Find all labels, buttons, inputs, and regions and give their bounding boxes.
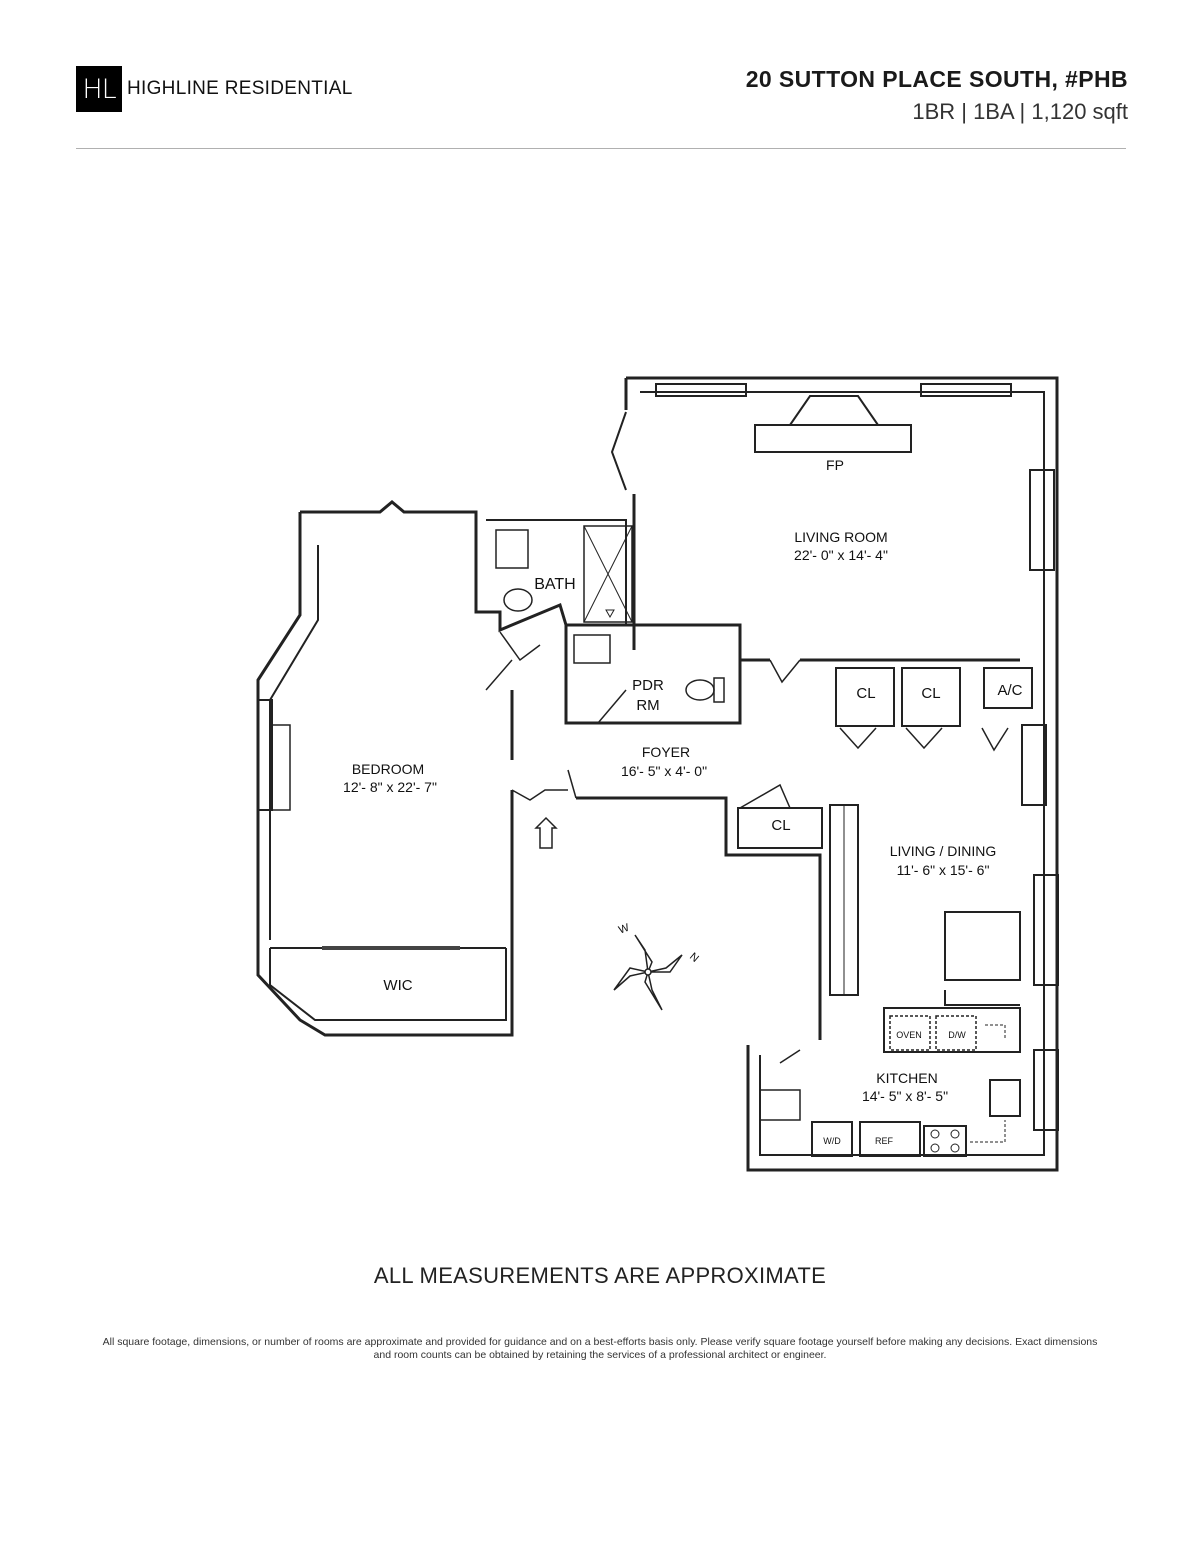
dims-living-room: 22'- 0" x 14'- 4": [794, 547, 888, 563]
disclaimer: All square footage, dimensions, or numbe…: [102, 1336, 1098, 1362]
label-wd: W/D: [823, 1136, 841, 1146]
refrigerator: [859, 1121, 921, 1157]
label-foyer-closet: CL: [771, 817, 790, 834]
label-bath: BATH: [534, 576, 575, 593]
dims-living-dining: 11'- 6" x 15'- 6": [897, 862, 990, 878]
foyer-closet: [737, 807, 823, 849]
label-wic: WIC: [383, 977, 412, 994]
shower: [583, 525, 633, 623]
label-bedroom: BEDROOM: [352, 761, 424, 777]
closet-2: [901, 667, 961, 727]
dims-foyer: 16'- 5" x 4'- 0": [621, 763, 707, 779]
window: [1033, 1049, 1059, 1131]
dining-table: [944, 911, 1021, 981]
washer-dryer: [811, 1121, 853, 1157]
logo-letters: HL: [82, 73, 116, 105]
label-pdr-1: PDR: [632, 677, 664, 694]
compass-rose: [613, 934, 683, 1011]
window: [655, 383, 747, 397]
bath-toilet: [503, 588, 533, 612]
bath-sink: [495, 529, 529, 569]
logo: HL: [76, 66, 122, 112]
label-living-room: LIVING ROOM: [794, 529, 887, 545]
property-specs: 1BR | 1BA | 1,120 sqft: [912, 99, 1128, 124]
built-in-cabinet: [829, 804, 859, 996]
oven: [889, 1015, 931, 1051]
powder-room: [564, 623, 742, 725]
fireplace: [789, 395, 879, 426]
plan-walls: [256, 376, 1059, 1172]
brand-name: HIGHLINE RESIDENTIAL: [127, 78, 353, 99]
ac-closet: [983, 667, 1033, 709]
toilet: [685, 679, 715, 701]
sink: [573, 634, 611, 664]
label-closet-2: CL: [921, 685, 940, 702]
label-kitchen: KITCHEN: [876, 1070, 937, 1086]
label-ref: REF: [875, 1136, 894, 1146]
dims-bedroom: 12'- 8" x 22'- 7": [343, 779, 437, 795]
property-address: 20 SUTTON PLACE SOUTH, #PHB: [745, 66, 1128, 92]
window: [1021, 724, 1047, 806]
label-closet-1: CL: [856, 685, 875, 702]
label-ac: A/C: [997, 682, 1022, 699]
stove: [923, 1125, 967, 1157]
header-divider: [76, 148, 1126, 149]
label-oven: OVEN: [896, 1030, 922, 1040]
label-pdr-2: RM: [636, 697, 659, 714]
compass-w: W: [617, 922, 631, 937]
window: [1033, 874, 1059, 986]
closet-1: [835, 667, 895, 727]
walk-in-closet: [269, 948, 507, 1021]
measurements-note: ALL MEASUREMENTS ARE APPROXIMATE: [373, 1263, 827, 1288]
entry-arrow: [534, 816, 558, 849]
fireplace-hearth: [754, 424, 912, 453]
compass-n: N: [687, 951, 701, 965]
label-dw: D/W: [948, 1030, 966, 1040]
kitchen-sink: [989, 1079, 1021, 1117]
label-fp: FP: [826, 457, 844, 473]
dishwasher: [935, 1015, 977, 1051]
window: [920, 383, 1012, 397]
living-room-walls: [626, 376, 1059, 660]
bedroom-walls: [300, 500, 420, 514]
label-living-dining: LIVING / DINING: [890, 843, 997, 859]
label-foyer: FOYER: [642, 744, 690, 760]
window: [1029, 469, 1055, 571]
dims-kitchen: 14'- 5" x 8'- 5": [862, 1088, 948, 1104]
